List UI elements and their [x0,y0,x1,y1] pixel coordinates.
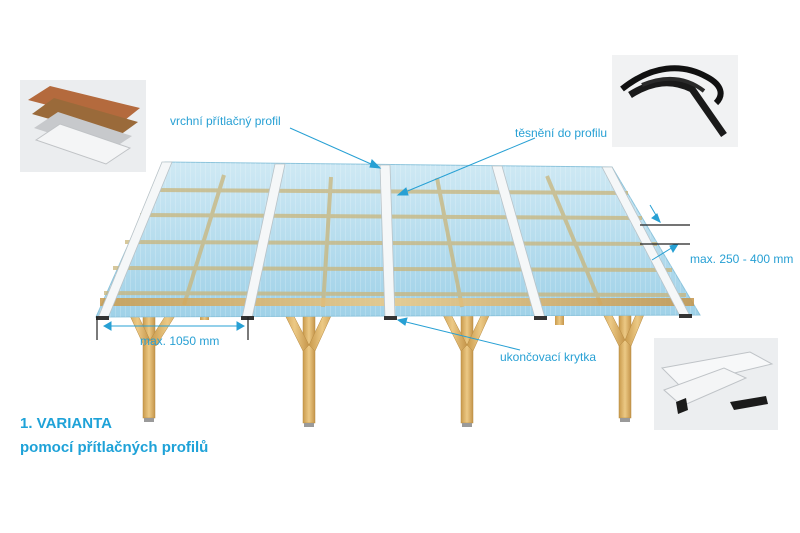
seal-photo [612,55,738,147]
front-beam [100,298,694,306]
variant-subtitle: pomocí přítlačných profilů [20,439,208,456]
label-top-profile: vrchní přítlačný profil [170,114,281,128]
label-max-rafter-spacing: max. 250 - 400 mm [690,252,793,266]
label-max-post-spacing: max. 1050 mm [140,334,219,348]
label-seal: těsnění do profilu [515,126,607,140]
profiles-color-photo [20,80,146,172]
variant-title: 1. VARIANTA [20,415,112,432]
end-cap-photo [654,338,778,430]
label-end-cap: ukončovací krytka [500,350,596,364]
